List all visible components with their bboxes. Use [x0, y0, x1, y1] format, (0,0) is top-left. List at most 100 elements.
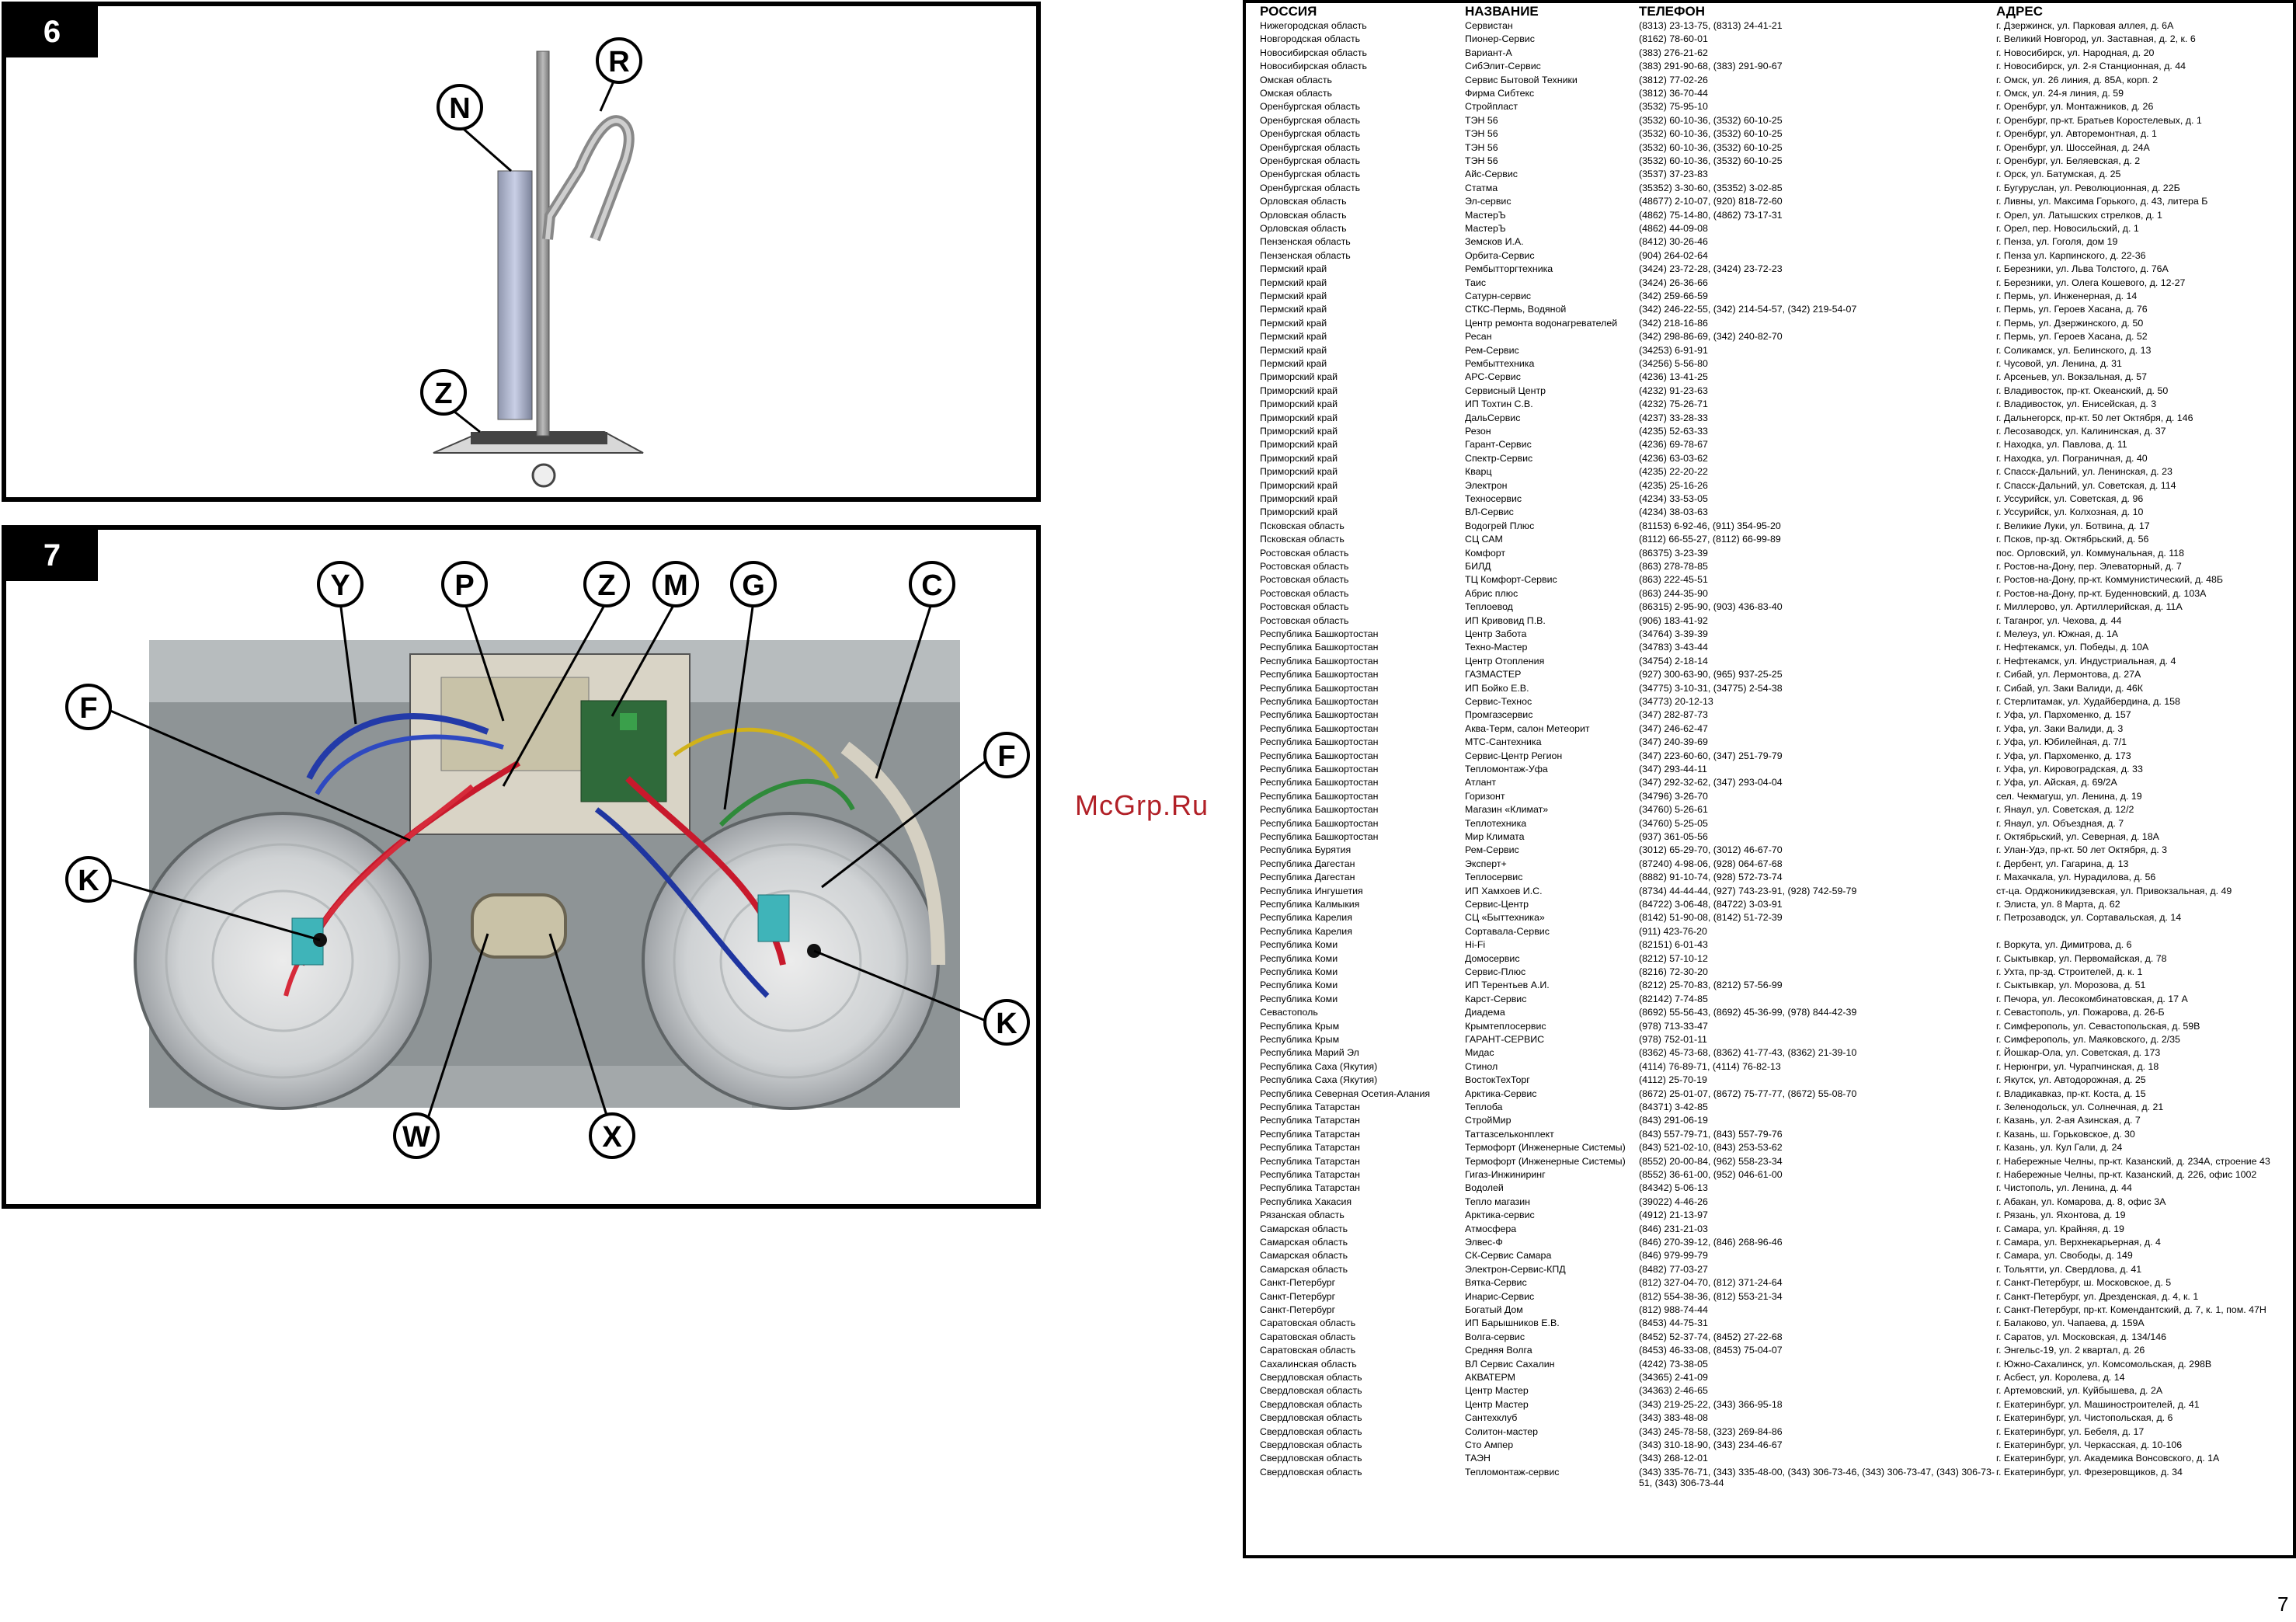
row-address: г. Великий Новгород, ул. Заставная, д. 2… [1996, 33, 2196, 45]
row-phone: (8882) 91-10-74, (928) 572-73-74 [1639, 872, 1783, 883]
row-address: г. Уфа, ул. Юбилейная, д. 7/1 [1996, 736, 2127, 748]
row-region: Нижегородская область [1260, 20, 1367, 31]
row-region: Республика Башкортостан [1260, 831, 1379, 842]
row-address: г. Екатеринбург, ул. Академика Вонсовско… [1996, 1453, 2220, 1464]
row-phone: (347) 282-87-73 [1639, 709, 1708, 721]
row-phone: (86315) 2-95-90, (903) 436-83-40 [1639, 601, 1783, 613]
row-address: г. Нерюнгри, ул. Чурапчинская, д. 18 [1996, 1060, 2159, 1072]
row-region: Оренбургская область [1260, 141, 1361, 153]
row-address: г. Миллерово, ул. Артиллерийская, д. 11А [1996, 601, 2183, 613]
row-phone: (8212) 25-70-83, (8212) 57-56-99 [1639, 980, 1783, 991]
row-phone: (4112) 25-70-19 [1639, 1074, 1707, 1086]
row-address: г. Уфа, ул. Айская, д. 69/2А [1996, 777, 2117, 788]
row-region: Ростовская область [1260, 547, 1349, 559]
thermostat-rod [536, 50, 550, 437]
row-address: г. Чусовой, ул. Ленина, д. 31 [1996, 358, 2122, 369]
row-phone: (4234) 33-53-05 [1639, 493, 1708, 504]
row-address: сел. Чекмагуш, ул. Ленина, д. 19 [1996, 790, 2142, 802]
row-address: г. Мелеуз, ул. Южная, д. 1А [1996, 628, 2119, 639]
row-region: Республика Башкортостан [1260, 777, 1379, 788]
row-address: г. Омск, ул. 24-я линия, д. 59 [1996, 88, 2124, 99]
row-address: г. Ростов-на-Дону, пр-кт. Буденновский, … [1996, 587, 2207, 599]
row-region: Республика Крым [1260, 1034, 1340, 1045]
row-region: Приморский край [1260, 439, 1338, 451]
page-number: 7 [2277, 1592, 2289, 1616]
row-address: г. Асбест, ул. Королева, д. 14 [1996, 1372, 2125, 1383]
svg-text:W: W [402, 1121, 430, 1154]
row-address: г. Спасск-Дальний, ул. Советская, д. 114 [1996, 479, 2176, 491]
row-region: Республика Башкортостан [1260, 736, 1379, 748]
row-phone: (34783) 3-43-44 [1639, 642, 1708, 653]
row-phone: (34773) 20-12-13 [1639, 696, 1713, 707]
row-name: ТАЭН [1465, 1453, 1491, 1464]
row-phone: (347) 292-32-62, (347) 293-04-04 [1639, 777, 1783, 788]
row-name: Центр Отопления [1465, 655, 1545, 667]
callout-K-right: K [983, 999, 1030, 1046]
row-phone: (863) 222-45-51 [1639, 574, 1708, 586]
row-address: г. Орск, ул. Батумская, д. 25 [1996, 169, 2121, 180]
row-phone: (82151) 6-01-43 [1639, 939, 1708, 951]
row-phone: (3532) 75-95-10 [1639, 101, 1708, 113]
callout-C: C [909, 561, 955, 607]
row-phone: (904) 264-02-64 [1639, 249, 1708, 261]
row-address: г. Казань, ул. Кул Гали, д. 24 [1996, 1142, 2123, 1154]
row-address: г. Владикавказ, пр-кт. Коста, д. 15 [1996, 1088, 2146, 1099]
row-address: г. Оренбург, ул. Монтажников, д. 26 [1996, 101, 2154, 113]
header-phone: ТЕЛЕФОН [1639, 4, 1705, 19]
row-name: Рем-Сервис [1465, 344, 1519, 356]
row-address: г. Печора, ул. Лесокомбинатовская, д. 17… [1996, 993, 2188, 1004]
row-name: Кварц [1465, 466, 1492, 478]
callout-M: M [652, 561, 699, 607]
row-phone: (383) 276-21-62 [1639, 47, 1708, 58]
row-region: Республика Саха (Якутия) [1260, 1074, 1378, 1086]
heating-element-illustration: N R Z [420, 37, 644, 488]
row-region: Республика Башкортостан [1260, 669, 1379, 680]
row-region: Свердловская область [1260, 1453, 1362, 1464]
row-region: Свердловская область [1260, 1425, 1362, 1437]
row-region: Республика Хакасия [1260, 1196, 1352, 1207]
row-phone: (87240) 4-98-06, (928) 064-67-68 [1639, 858, 1783, 869]
row-region: Ростовская область [1260, 614, 1349, 626]
row-phone: (8672) 25-01-07, (8672) 75-77-77, (8672)… [1639, 1088, 1857, 1099]
row-region: Ростовская область [1260, 587, 1349, 599]
row-region: Республика Башкортостан [1260, 750, 1379, 761]
figure-6-panel: 6 N R [2, 2, 1041, 502]
row-name: Электрон [1465, 479, 1508, 491]
row-phone: (4232) 91-23-63 [1639, 385, 1708, 396]
row-region: Республика Крым [1260, 1020, 1340, 1032]
row-address: г. Якутск, ул. Автодорожная, д. 25 [1996, 1074, 2146, 1086]
row-name: Эксперт+ [1465, 858, 1507, 869]
svg-text:F: F [79, 692, 97, 725]
row-phone: (8552) 36-61-00, (952) 046-61-00 [1639, 1169, 1783, 1180]
svg-text:P: P [454, 569, 474, 602]
row-address: г. Екатеринбург, ул. Черкасская, д. 10-1… [1996, 1439, 2183, 1450]
heater-coil [471, 893, 567, 959]
row-phone: (4234) 38-03-63 [1639, 506, 1708, 518]
row-address: г. Уфа, ул. Пархоменко, д. 173 [1996, 750, 2131, 761]
row-name: Мидас [1465, 1047, 1494, 1059]
wiring-photo-illustration: Y P Z M G C F F K K W X [65, 561, 1030, 1159]
row-name: Пионер-Сервис [1465, 33, 1535, 45]
row-address: г. Самара, ул. Свободы, д. 149 [1996, 1250, 2133, 1262]
row-name: Арктика-Сервис [1465, 1088, 1537, 1099]
row-phone: (863) 244-35-90 [1639, 587, 1708, 599]
svg-text:Z: Z [434, 378, 452, 410]
row-phone: (927) 300-63-90, (965) 937-25-25 [1639, 669, 1783, 680]
row-name: ВЛ Сервис Сахалин [1465, 1358, 1555, 1370]
row-phone: (34363) 2-46-65 [1639, 1385, 1708, 1397]
row-name: ГАЗМАСТЕР [1465, 669, 1522, 680]
row-phone: (8734) 44-44-44, (927) 743-23-91, (928) … [1639, 885, 1857, 896]
row-phone: (8162) 78-60-01 [1639, 33, 1708, 45]
row-name: Мир Климата [1465, 831, 1525, 842]
row-phone: (34775) 3-10-31, (34775) 2-54-38 [1639, 682, 1783, 694]
row-region: Республика Карелия [1260, 925, 1352, 937]
row-phone: (4862) 75-14-80, (4862) 73-17-31 [1639, 209, 1783, 221]
row-name: Атмосфера [1465, 1223, 1517, 1234]
row-address: г. Балаково, ул. Чапаева, д. 159А [1996, 1317, 2145, 1329]
callout-K-left: K [65, 856, 112, 903]
row-address: г. Пермь, ул. Героев Хасана, д. 76 [1996, 304, 2148, 315]
row-address: г. Санкт-Петербург, ш. Московское, д. 5 [1996, 1277, 2172, 1289]
row-phone: (846) 979-99-79 [1639, 1250, 1708, 1262]
row-address: г. Сибай, ул. Лермонтова, д. 27А [1996, 669, 2141, 680]
row-region: Ростовская область [1260, 574, 1349, 586]
